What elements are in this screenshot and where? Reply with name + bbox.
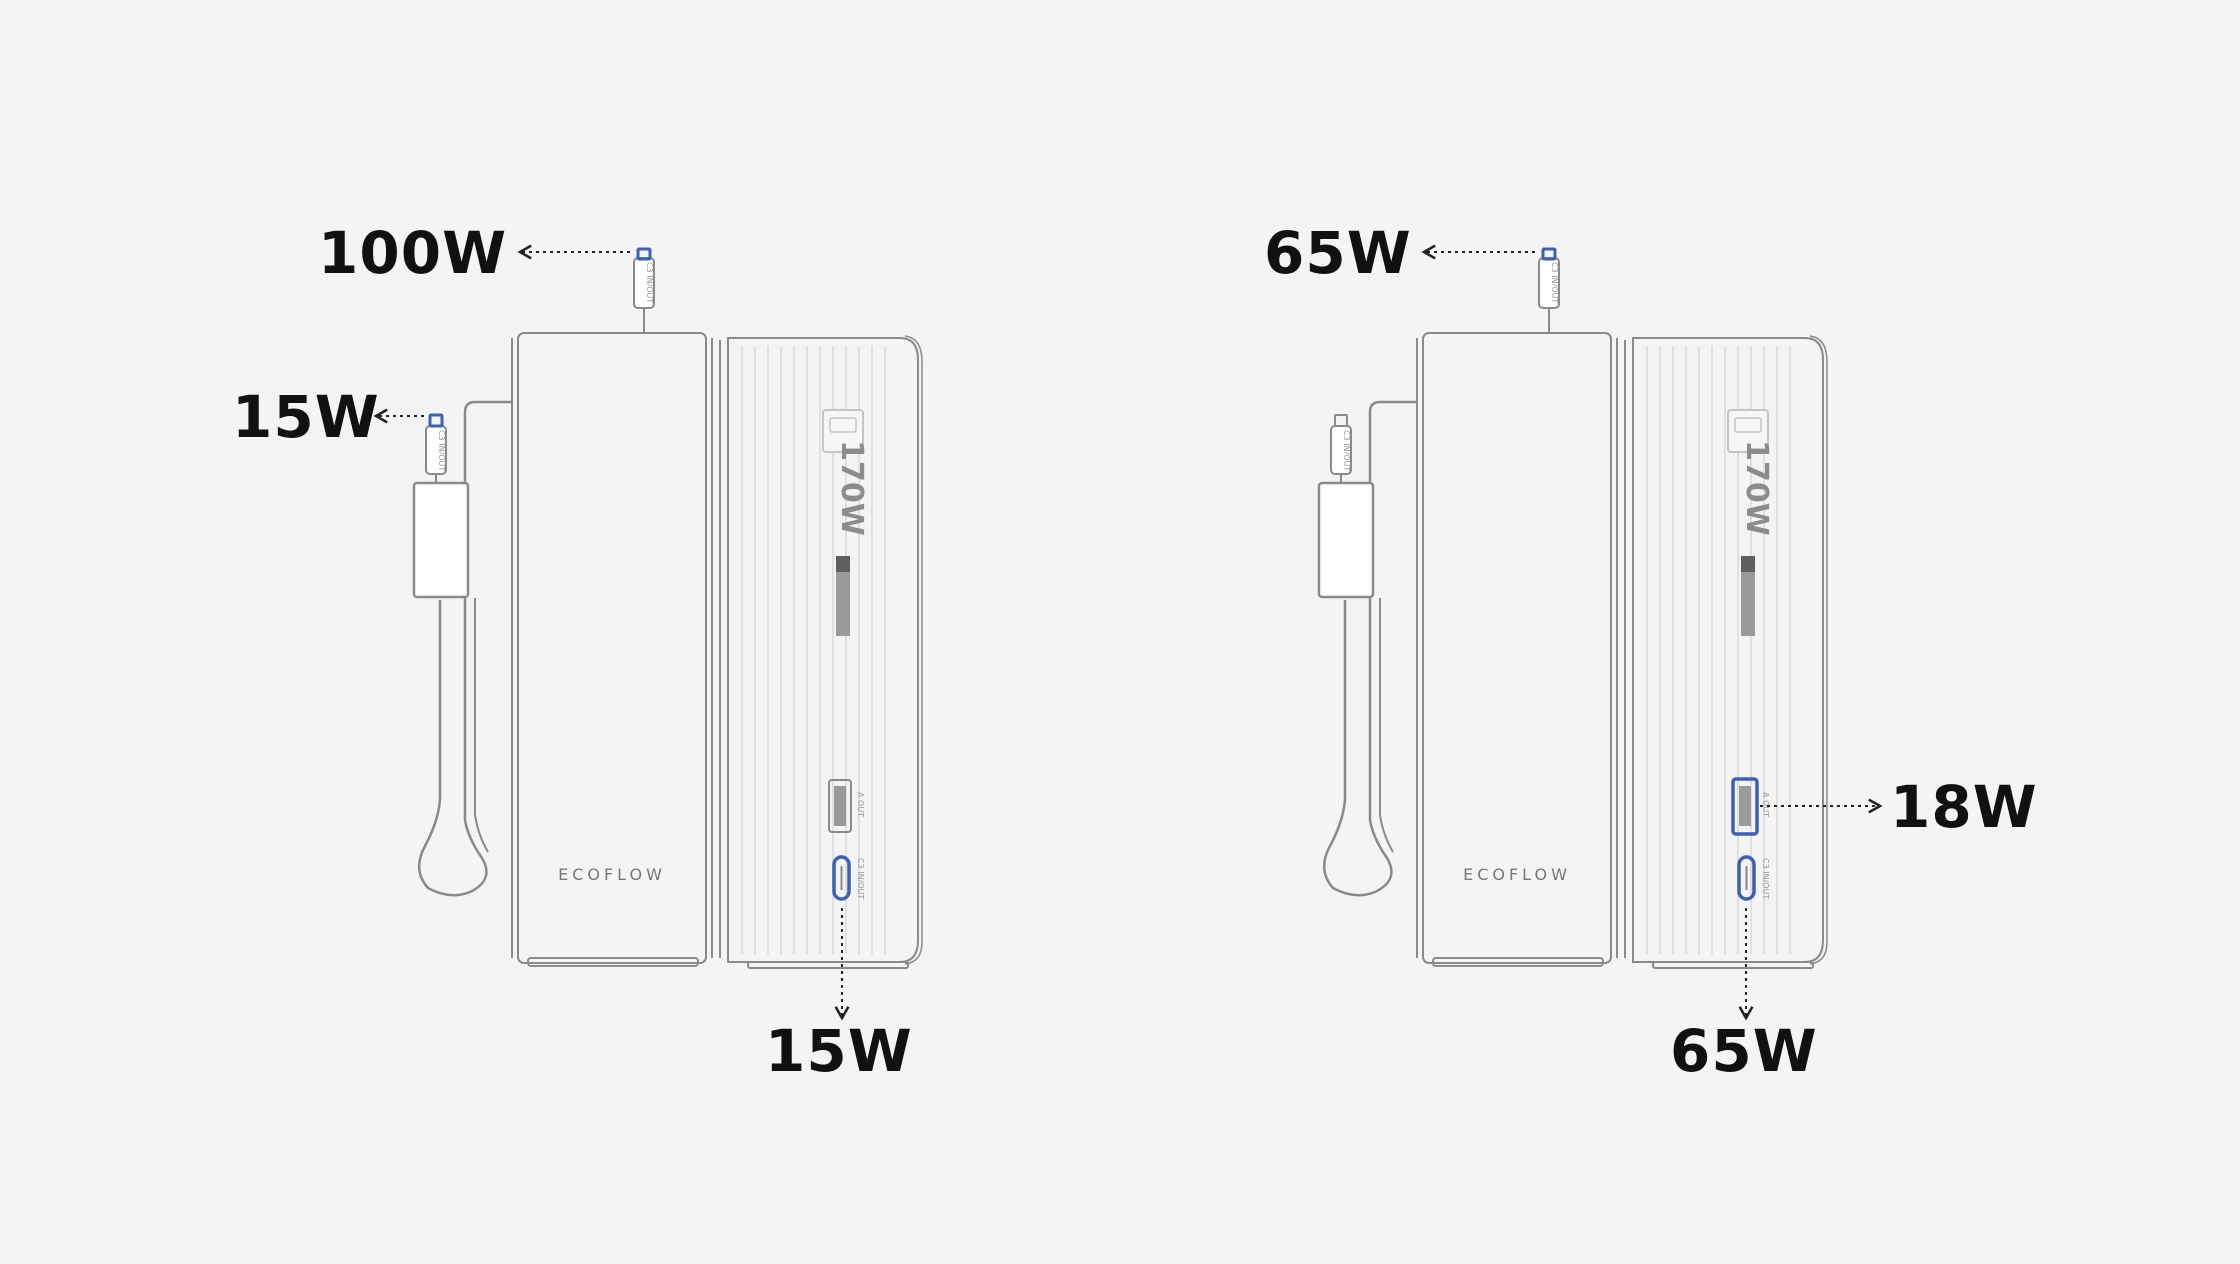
- callout-top-cable-left: 100W: [318, 219, 508, 287]
- callout-side-cable-left: 15W: [232, 383, 380, 451]
- usb-a-port: [828, 779, 852, 833]
- top-cable-tip: [1541, 247, 1557, 261]
- cable-clip: [1317, 481, 1375, 599]
- cable-clip: [412, 481, 470, 599]
- top-cable-tip: [636, 247, 652, 261]
- usb-c-port: [832, 855, 851, 901]
- latch-window: [1727, 409, 1769, 453]
- side-cable-inner: [474, 598, 489, 853]
- side-cable-connector-label: C3 IN/OUT: [437, 430, 446, 471]
- usb-c-port-label: C3 IN/OUT: [856, 858, 865, 899]
- side-foot: [1652, 961, 1814, 969]
- top-cable-connector-label: C3 IN/OUT: [1550, 262, 1559, 303]
- side-cable-tip: [428, 413, 444, 428]
- usb-c-port-label: C3 IN/OUT: [1761, 858, 1770, 899]
- usb-a-port-label: A OUT: [1761, 792, 1770, 817]
- power-rating-label: 170W: [834, 440, 869, 536]
- power-rating-label: 170W: [1739, 440, 1774, 536]
- spec-plate-logo: [1741, 556, 1755, 572]
- usb-a-port: [1731, 777, 1759, 836]
- main-body: [517, 332, 707, 964]
- side-body-edge: [904, 335, 923, 965]
- latch-detail: [829, 417, 857, 433]
- main-body: [1422, 332, 1612, 964]
- latch-window: [822, 409, 864, 453]
- side-body-edge: [1809, 335, 1828, 965]
- side-foot: [747, 961, 909, 969]
- power-bank-right: ECOFLOW 170W A OUT C3 IN/OUT C3 IN/OUT C3 IN/…: [1317, 244, 1883, 1021]
- callout-usb-a-port-right: 18W: [1890, 773, 2038, 841]
- latch-detail: [1734, 417, 1762, 433]
- usb-a-port-label: A OUT: [856, 792, 865, 817]
- callout-usb-c-port-left: 15W: [765, 1017, 913, 1085]
- usb-a-port-insert: [834, 786, 846, 826]
- body-foot: [527, 957, 699, 967]
- callout-usb-c-port-right: 65W: [1670, 1017, 1818, 1085]
- side-cable-tip: [1334, 414, 1348, 427]
- side-cable: [1323, 400, 1417, 897]
- spec-plate: [836, 556, 850, 636]
- side-cable: [418, 400, 512, 897]
- usb-a-port-insert: [1739, 786, 1751, 826]
- body-foot: [1432, 957, 1604, 967]
- power-bank-left: ECOFLOW 170W A OUT C3 IN/OUT C3 IN/OUT C3 IN/…: [373, 244, 923, 1021]
- callout-top-cable-right: 65W: [1264, 219, 1412, 287]
- spec-plate-logo: [836, 556, 850, 572]
- side-cable-connector-label: C3 IN/OUT: [1342, 430, 1351, 471]
- top-cable-connector-label: C3 IN/OUT: [645, 262, 654, 303]
- usb-c-port: [1737, 855, 1756, 901]
- side-cable-inner: [1379, 598, 1394, 853]
- brand-logo: ECOFLOW: [1463, 865, 1571, 884]
- brand-logo: ECOFLOW: [558, 865, 666, 884]
- spec-plate: [1741, 556, 1755, 636]
